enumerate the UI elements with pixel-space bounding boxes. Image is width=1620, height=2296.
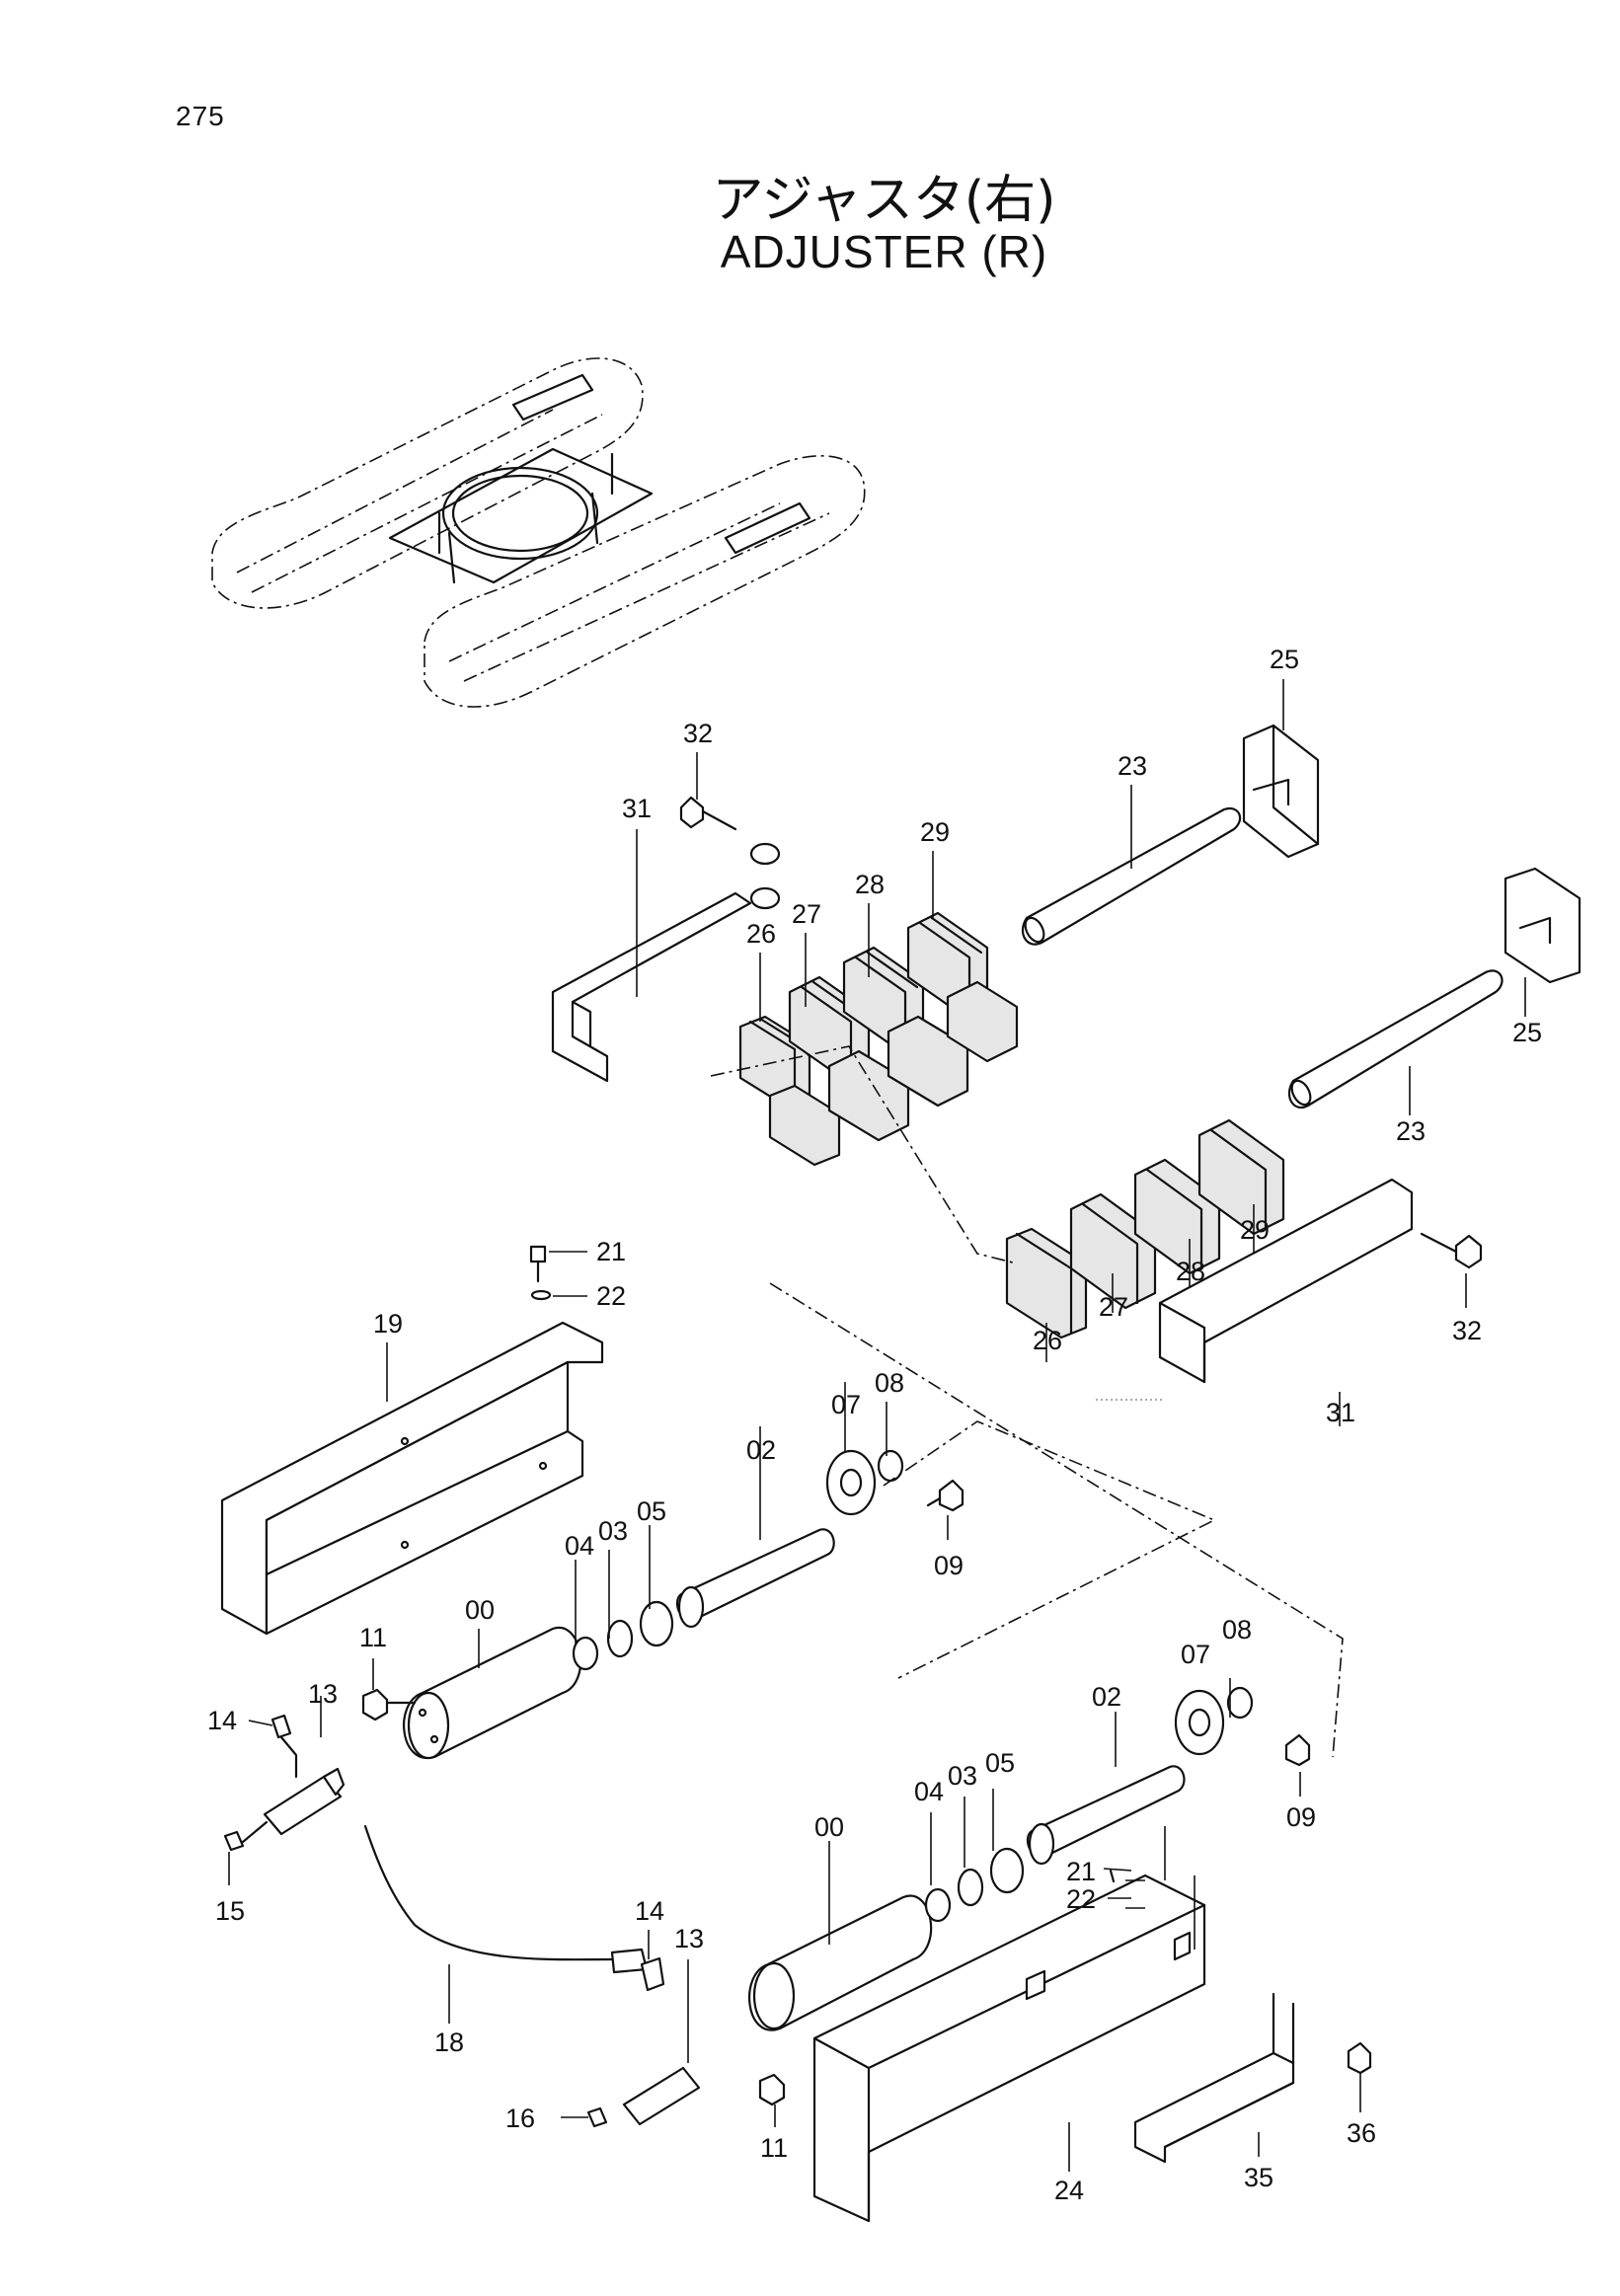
title-english: ADJUSTER (R) — [720, 226, 1048, 277]
part-label-11-upper: 11 — [359, 1623, 387, 1652]
part-label-29-lower: 29 — [1240, 1215, 1270, 1245]
part-label-29-upper: 29 — [920, 817, 950, 847]
part-label-07-lower: 07 — [1181, 1640, 1210, 1669]
part-label-13-lower: 13 — [674, 1924, 704, 1953]
part-label-28-upper: 28 — [855, 870, 885, 899]
part-label-03-lower: 03 — [948, 1761, 977, 1791]
part-label-27-lower: 27 — [1099, 1292, 1128, 1322]
part-label-00-lower: 00 — [814, 1812, 844, 1842]
part-label-02-lower: 02 — [1092, 1682, 1121, 1712]
part-label-25-lower: 25 — [1512, 1018, 1542, 1047]
part-label-14-lower: 14 — [635, 1896, 664, 1926]
cylinder-lower — [748, 1686, 1311, 2106]
part-label-15: 15 — [215, 1896, 245, 1926]
part-label-21-bottom: 21 — [1066, 1857, 1096, 1886]
cover-19 — [220, 1245, 604, 1636]
shim-stack-upper — [551, 724, 1320, 1167]
page-number: 275 — [176, 101, 225, 131]
valve-lower — [586, 1956, 701, 2128]
part-label-00-upper: 00 — [465, 1595, 495, 1625]
part-label-09-upper: 09 — [934, 1551, 964, 1580]
part-label-16: 16 — [505, 2104, 535, 2133]
part-label-18: 18 — [434, 2028, 464, 2057]
part-label-02-upper: 02 — [746, 1435, 776, 1465]
part-label-14-upper: 14 — [207, 1706, 237, 1735]
part-label-28-lower: 28 — [1176, 1257, 1205, 1286]
part-label-36: 36 — [1347, 2118, 1376, 2148]
cylinder-upper — [403, 1449, 964, 1760]
part-label-22-bottom: 22 — [1066, 1884, 1096, 1914]
part-label-24: 24 — [1054, 2176, 1084, 2205]
part-label-21-top: 21 — [596, 1237, 626, 1266]
part-label-08-upper: 08 — [875, 1368, 904, 1398]
part-label-19: 19 — [373, 1309, 403, 1339]
part-label-32-upper: 32 — [683, 719, 713, 748]
part-label-32-lower: 32 — [1452, 1316, 1482, 1345]
part-label-11-lower: 11 — [760, 2133, 788, 2163]
part-label-23-upper: 23 — [1118, 751, 1147, 781]
part-label-22-top: 22 — [596, 1281, 626, 1311]
connection-lines — [710, 1045, 1344, 1758]
part-label-31-lower: 31 — [1326, 1398, 1355, 1427]
part-label-05-upper: 05 — [637, 1496, 666, 1526]
part-label-25-upper: 25 — [1270, 645, 1299, 674]
bracket-35 — [1133, 1992, 1372, 2164]
shim-stack-lower — [1005, 867, 1581, 1384]
undercarriage-overview — [211, 357, 866, 708]
part-label-04-upper: 04 — [565, 1531, 594, 1561]
part-label-23-lower: 23 — [1396, 1116, 1426, 1146]
part-label-08-lower: 08 — [1222, 1615, 1252, 1645]
part-label-03-upper: 03 — [598, 1516, 628, 1546]
part-label-26-upper: 26 — [746, 919, 776, 949]
title-japanese: アジャスタ(右) — [712, 171, 1056, 230]
part-label-13-upper: 13 — [308, 1679, 338, 1709]
leader-lines — [228, 679, 1526, 2172]
part-labels: 25 23 32 31 29 28 27 26 25 23 21 22 19 2… — [207, 645, 1542, 2205]
part-label-07-upper: 07 — [831, 1390, 861, 1419]
valve-upper — [223, 1714, 346, 1852]
part-label-31-upper: 31 — [622, 794, 652, 823]
part-label-27-upper: 27 — [792, 899, 821, 929]
part-label-26-lower: 26 — [1033, 1326, 1062, 1355]
part-label-09-lower: 09 — [1286, 1802, 1316, 1832]
part-label-05-lower: 05 — [985, 1748, 1015, 1778]
cover-24 — [812, 1869, 1206, 2223]
part-label-35: 35 — [1244, 2163, 1273, 2192]
part-label-04-lower: 04 — [914, 1777, 944, 1806]
